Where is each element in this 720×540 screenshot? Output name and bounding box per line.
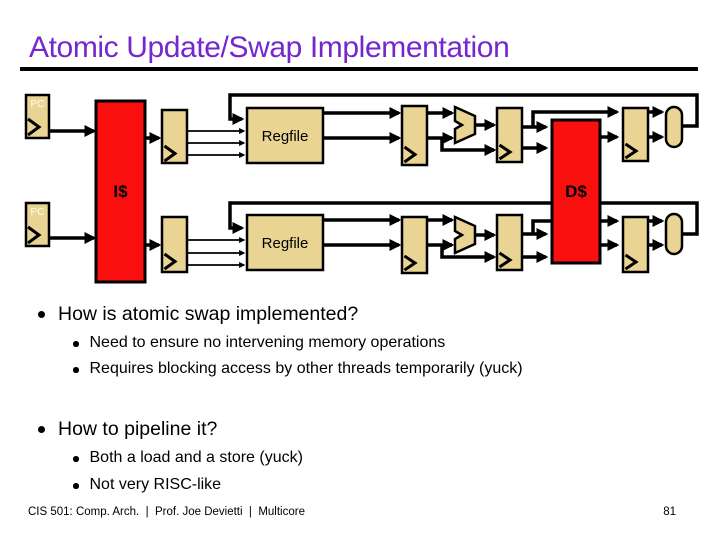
footer-course-info: CIS 501: Comp. Arch. | Prof. Joe Deviett… [28, 506, 305, 518]
clock-chevron-icon [403, 145, 418, 164]
sub-bullet-text: Both a load and a store (yuck) [89, 449, 303, 466]
title-underline [20, 67, 698, 71]
sub-bullet-item: Requires blocking access by other thread… [30, 360, 708, 378]
clock-chevron-icon [624, 253, 639, 271]
writeback-feedback-wire [228, 93, 699, 128]
bullet-dot-icon [73, 367, 79, 373]
regfile-label-top: Regfile [262, 128, 309, 145]
pc-register-bottom: PC [24, 201, 51, 248]
pc-label-top: PC [31, 99, 45, 110]
bullet-text: How to pipeline it? [58, 418, 218, 440]
dcache-label: D$ [565, 182, 587, 201]
decode-latch-bottom [400, 215, 429, 275]
bullet-dot-icon [38, 311, 45, 318]
regfile-top: Regfile [245, 106, 325, 165]
icache-box: I$ [94, 99, 147, 284]
clock-chevron-icon [27, 225, 42, 245]
sub-bullet-item: Both a load and a store (yuck) [30, 449, 708, 467]
bullet-text: How is atomic swap implemented? [58, 303, 359, 325]
clock-chevron-icon [403, 254, 418, 272]
execute-latch-top [495, 106, 524, 164]
clock-chevron-icon [498, 143, 513, 161]
memory-latch-top [621, 106, 650, 163]
sub-bullet-item: Need to ensure no intervening memory ope… [30, 334, 708, 352]
writeback-mux-top [664, 105, 684, 149]
bullet-item: How to pipeline it? [30, 418, 708, 441]
fetch-latch-bottom [160, 215, 189, 274]
bullet-dot-icon [73, 456, 79, 462]
clock-chevron-icon [624, 142, 639, 160]
execute-latch-bottom [495, 213, 524, 272]
clock-chevron-icon [163, 252, 178, 271]
sub-bullet-text: Not very RISC-like [89, 476, 222, 493]
bullet-dot-icon [38, 426, 45, 433]
bullet-dot-icon [73, 483, 79, 489]
decode-latch-top [400, 104, 429, 167]
regfile-bottom: Regfile [245, 213, 325, 272]
regfile-read-wires [187, 127, 246, 269]
slide-footer: CIS 501: Comp. Arch. | Prof. Joe Deviett… [28, 506, 676, 518]
sub-bullet-text: Need to ensure no intervening memory ope… [89, 334, 446, 351]
memory-latch-bottom [621, 215, 650, 274]
bullet-item: How is atomic swap implemented? [30, 303, 708, 326]
regfile-label-bottom: Regfile [262, 235, 309, 252]
clock-chevron-icon [27, 117, 42, 137]
alu-top [453, 105, 477, 145]
alu-bottom [453, 215, 477, 255]
pc-label-bottom: PC [31, 207, 45, 218]
slide-title: Atomic Update/Swap Implementation [29, 31, 510, 64]
wire [440, 138, 497, 156]
pipeline-wires [49, 93, 699, 263]
clock-chevron-icon [498, 251, 513, 269]
slide-page-number: 81 [663, 506, 676, 518]
writeback-mux-bottom [664, 212, 684, 256]
dcache-box: D$ [550, 118, 602, 265]
sub-bullet-item: Not very RISC-like [30, 476, 708, 494]
fetch-latch-top [160, 108, 189, 165]
icache-label: I$ [113, 182, 128, 201]
wire [440, 245, 497, 263]
writeback-feedback-wire [228, 201, 699, 236]
clock-chevron-icon [163, 144, 178, 163]
sub-bullet-text: Requires blocking access by other thread… [89, 360, 523, 377]
bullet-dot-icon [73, 341, 79, 347]
pc-register-top: PC [24, 93, 51, 140]
wire [531, 106, 620, 127]
